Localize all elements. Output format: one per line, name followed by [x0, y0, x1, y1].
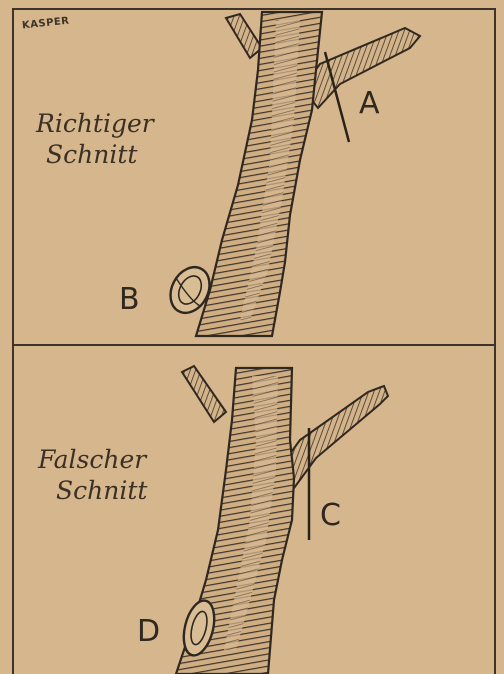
stub-label-b: B — [119, 285, 140, 315]
caption-line: Schnitt — [36, 139, 154, 170]
correct-cut-caption: Richtiger Schnitt — [36, 108, 154, 170]
top-tree-drawing — [163, 12, 420, 336]
bottom-tree-drawing — [176, 366, 388, 674]
cut-label-c: C — [320, 501, 341, 531]
caption-line: Falscher — [38, 444, 147, 475]
incorrect-cut-caption: Falscher Schnitt — [38, 444, 147, 506]
caption-line: Richtiger — [36, 108, 154, 139]
stub-label-d: D — [137, 617, 160, 647]
caption-line: Schnitt — [38, 475, 147, 506]
cut-label-a: A — [359, 89, 380, 119]
